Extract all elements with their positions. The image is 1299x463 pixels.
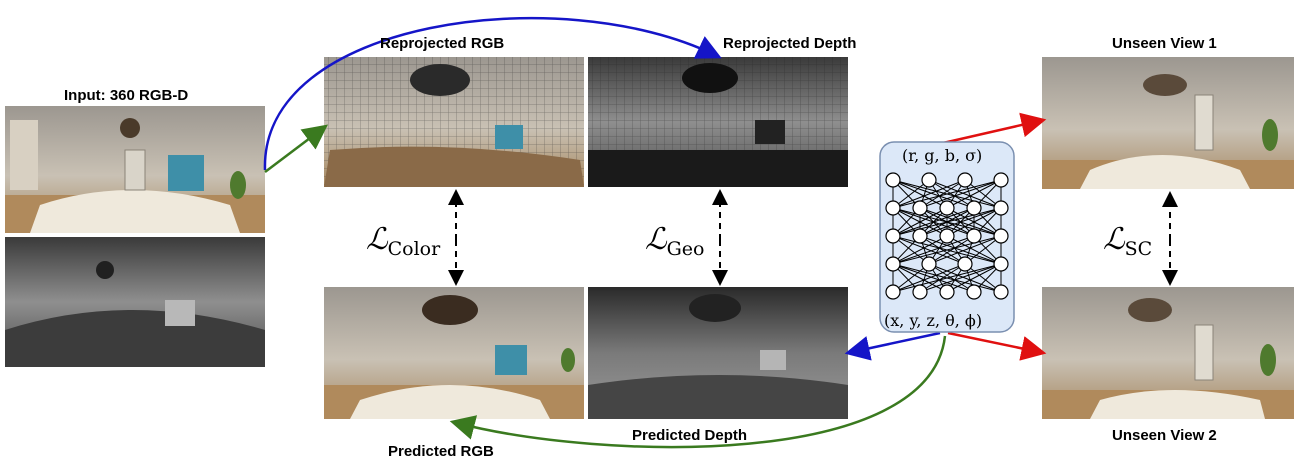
mlp-input-label: (x, y, z, θ, ϕ)	[884, 311, 983, 330]
mlp-network	[885, 172, 1009, 300]
mlp-node	[885, 284, 901, 300]
mlp-edge	[892, 235, 966, 265]
reprojected-rgb-image	[324, 57, 584, 187]
mlp-node	[912, 284, 928, 300]
mlp-node	[957, 172, 973, 188]
mlp-node	[939, 200, 955, 216]
unseen-view-2-label: Unseen View 2	[1112, 427, 1217, 444]
mlp-edge	[964, 179, 1002, 209]
mlp-edge	[964, 263, 1002, 293]
mlp-edge	[892, 179, 966, 209]
mlp-edge	[892, 263, 975, 293]
mlp-edge	[892, 263, 948, 293]
input-rgb-image	[5, 106, 265, 233]
mlp-node	[993, 256, 1009, 272]
mlp-edge	[892, 207, 948, 237]
reprojected-depth-image	[588, 57, 848, 187]
mlp-node	[921, 172, 937, 188]
mlp-node	[912, 228, 928, 244]
mlp-edge	[946, 207, 1002, 237]
mlp-node	[885, 228, 901, 244]
unseen-view-1-label: Unseen View 1	[1112, 35, 1217, 52]
mlp-edge	[892, 179, 930, 209]
geo-loss-subscript: Geo	[666, 238, 705, 260]
mlp-edge	[892, 179, 1002, 209]
mlp-edge	[928, 235, 1002, 265]
geo-loss-symbol: ℒ	[645, 222, 667, 257]
blue-arrow-input-to-reprojected-depth	[263, 16, 722, 171]
predicted-rgb-label: Predicted RGB	[388, 443, 494, 460]
mlp-node	[993, 284, 1009, 300]
mlp-edge	[892, 179, 948, 209]
blue-arrow-mlp-to-predicted-depth	[844, 331, 941, 361]
mlp-edge	[919, 263, 1002, 293]
mlp-node	[993, 172, 1009, 188]
mlp-node	[939, 284, 955, 300]
mlp-edge	[892, 263, 930, 293]
sc-loss-symbol: ℒ	[1103, 222, 1125, 257]
mlp-edge	[919, 179, 966, 209]
mlp-node	[912, 200, 928, 216]
mlp-edge	[919, 235, 966, 265]
mlp-edge	[892, 207, 1002, 237]
reprojected-rgb-label: Reprojected RGB	[380, 35, 505, 52]
input-label: Input: 360 RGB-D	[64, 87, 189, 104]
mlp-edge	[892, 235, 1002, 265]
mlp-edge	[892, 263, 1002, 293]
mlp-node	[966, 228, 982, 244]
color-loss-symbol: ℒ	[366, 222, 388, 257]
mlp-edge	[919, 207, 1002, 237]
mlp-edge	[928, 263, 975, 293]
mlp-node	[921, 256, 937, 272]
sc-loss-label: ℒSC	[1103, 222, 1152, 260]
color-loss-subscript: Color	[387, 238, 441, 260]
predicted-depth-image	[588, 287, 848, 419]
mlp-edge	[964, 235, 1002, 265]
mlp-edge	[919, 235, 1002, 265]
unseen-view-2-image	[1042, 287, 1294, 419]
mlp-edge	[928, 179, 1002, 209]
mlp-output-label: (r, g, b, σ)	[902, 146, 983, 165]
mlp-node	[993, 228, 1009, 244]
mlp-node	[939, 228, 955, 244]
green-arrow-input-to-reprojected-rgb	[264, 124, 328, 173]
mlp-edge	[892, 235, 930, 265]
mlp-edge	[946, 179, 1002, 209]
mlp-node	[957, 256, 973, 272]
mlp-node	[966, 200, 982, 216]
mlp-edge	[892, 263, 966, 293]
mlp-edge	[892, 235, 975, 265]
predicted-depth-label: Predicted Depth	[632, 427, 748, 444]
mlp-node	[885, 172, 901, 188]
mlp-edge	[928, 263, 1002, 293]
mlp-edge	[892, 235, 948, 265]
green-arrow-mlp-to-predicted-rgb	[449, 335, 947, 449]
mlp-edge	[946, 263, 1002, 293]
mlp-edge	[892, 179, 975, 209]
mlp-node	[885, 200, 901, 216]
reprojected-depth-label: Reprojected Depth	[723, 35, 857, 52]
input-depth-image	[5, 237, 265, 367]
mlp-node	[966, 284, 982, 300]
mlp-node	[885, 256, 901, 272]
mlp-edge	[928, 235, 975, 265]
mlp-edge	[946, 235, 1002, 265]
geo-loss-label: ℒGeo	[645, 222, 704, 260]
mlp-edge	[919, 179, 1002, 209]
mlp-edge	[892, 207, 975, 237]
sc-loss-subscript: SC	[1124, 238, 1153, 260]
unseen-view-1-image	[1042, 57, 1294, 189]
red-arrow-to-unseen-view-2	[947, 331, 1047, 361]
mlp-edge	[919, 263, 966, 293]
predicted-rgb-image	[324, 287, 584, 419]
red-arrow-to-unseen-view-1	[942, 112, 1047, 145]
mlp-edge	[928, 179, 975, 209]
color-loss-label: ℒColor	[366, 222, 440, 260]
mlp-node	[993, 200, 1009, 216]
